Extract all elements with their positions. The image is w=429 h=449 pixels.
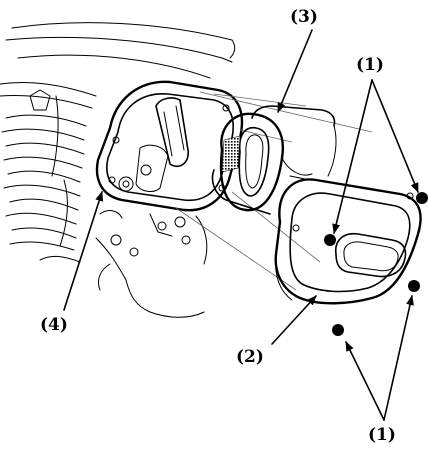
callout-cover: (2) bbox=[236, 347, 264, 367]
cover-screws bbox=[324, 192, 428, 336]
leader-lines bbox=[63, 29, 419, 421]
air-cleaner-cover bbox=[274, 175, 422, 305]
screw-top-center bbox=[324, 234, 336, 246]
screw-bottom-left bbox=[332, 324, 344, 336]
callout-screws-top: (1) bbox=[356, 55, 384, 75]
air-filter-element bbox=[211, 105, 337, 215]
cylinder-fins bbox=[1, 95, 87, 263]
callout-housing-opening: (4) bbox=[40, 315, 68, 335]
screw-top-right bbox=[416, 192, 428, 204]
callout-filter-element: (3) bbox=[290, 7, 318, 27]
callout-screws-bottom: (1) bbox=[368, 425, 396, 445]
filter-mesh bbox=[221, 135, 241, 173]
screw-bottom-right bbox=[408, 280, 420, 292]
engine-block bbox=[0, 22, 236, 318]
callout-labels: (1) (1) (2) (3) (4) bbox=[40, 7, 396, 445]
